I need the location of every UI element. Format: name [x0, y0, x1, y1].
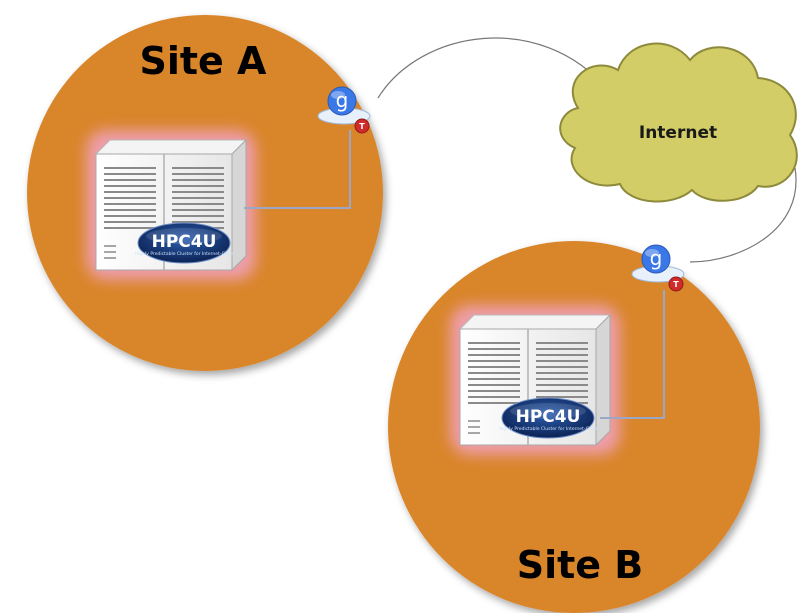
site-a-server-logo: HPC4U [152, 232, 217, 252]
site-a-server-logo-sub: Highly Predictable Cluster for Internet-… [135, 251, 234, 257]
site-b-gateway-badge: T [673, 280, 679, 289]
link-site-a-to-internet [377, 37, 609, 99]
site-a-gateway-letter: g [336, 88, 349, 112]
internet-cloud-icon: Internet [559, 42, 798, 203]
site-b-gateway-letter: g [650, 246, 663, 270]
link-internet-to-site-b [689, 167, 797, 263]
site-b-gateway-icon: g T [631, 244, 685, 292]
site-a-label: Site A [140, 39, 268, 83]
site-b-server-icon: HPC4U Highly Predictable Cluster for Int… [450, 305, 620, 455]
site-a-gateway-icon: g T [317, 86, 371, 134]
site-b-server-logo: HPC4U [516, 407, 581, 427]
link-site-b-server-to-gateway [600, 290, 665, 419]
site-a-gateway-badge: T [359, 122, 365, 131]
link-site-a-server-to-gateway [244, 130, 351, 209]
site-b-label: Site B [517, 543, 644, 587]
internet-label: Internet [639, 123, 717, 143]
site-b-server-logo-sub: Highly Predictable Cluster for Internet-… [499, 426, 598, 432]
site-a-server-icon: HPC4U Highly Predictable Cluster for Int… [86, 130, 256, 280]
